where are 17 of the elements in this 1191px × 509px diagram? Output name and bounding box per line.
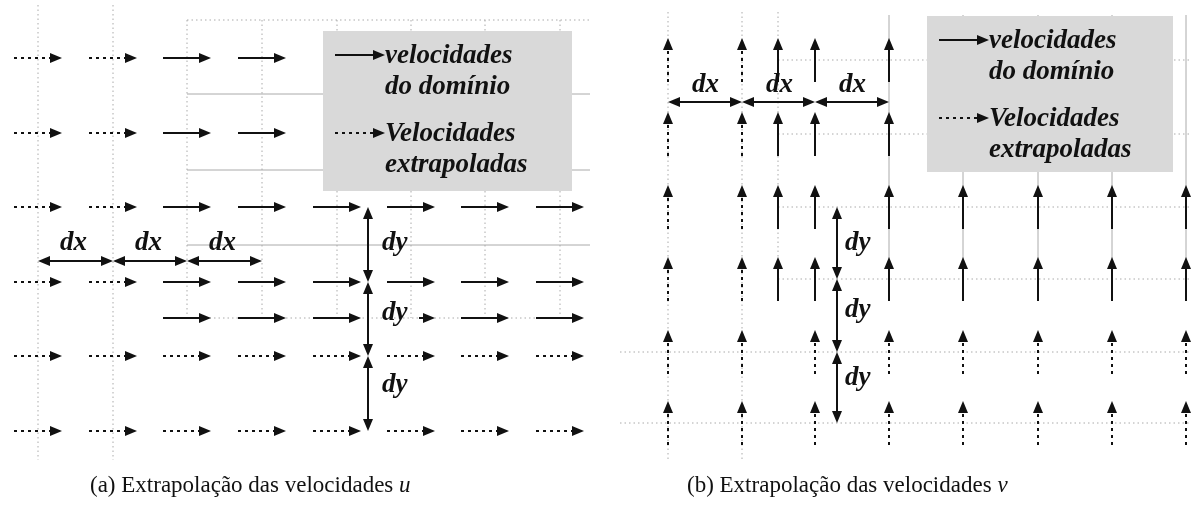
figure-caption: (b) Extrapolação das velocidades v [687, 472, 1008, 498]
legend-text: Velocidades extrapoladas [385, 117, 529, 179]
legend-text: velocidades do domínio [989, 24, 1118, 86]
dimension-label: dx [209, 228, 236, 255]
dimension-label: dx [60, 228, 87, 255]
dimension-label: dy [845, 363, 871, 390]
dimension-label: dx [839, 70, 866, 97]
dimension-label: dy [845, 295, 871, 322]
dimension-label: dy [382, 298, 408, 325]
dimension-label: dx [692, 70, 719, 97]
legend-text: Velocidades extrapoladas [989, 102, 1133, 164]
legend-text: velocidades do domínio [385, 39, 514, 101]
dimension-label: dy [382, 228, 408, 255]
dimension-label: dx [135, 228, 162, 255]
dimension-label: dy [845, 228, 871, 255]
dimension-label: dy [382, 370, 408, 397]
figure-caption: (a) Extrapolação das velocidades u [90, 472, 411, 498]
